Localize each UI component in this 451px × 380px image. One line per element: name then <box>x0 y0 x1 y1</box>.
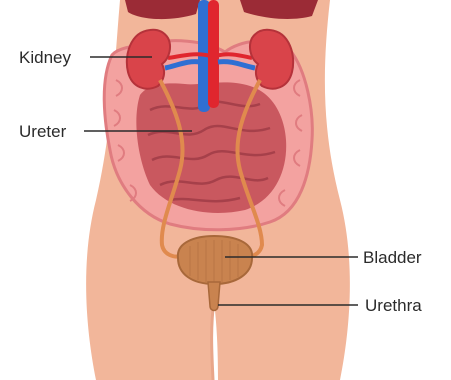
bladder-label: Bladder <box>363 249 422 266</box>
ureter-label: Ureter <box>19 123 66 140</box>
urethra-label: Urethra <box>365 297 422 314</box>
bladder <box>178 236 252 284</box>
kidney-left <box>127 30 170 89</box>
leg-separation <box>212 300 214 380</box>
urethra <box>208 282 220 311</box>
kidney-label: Kidney <box>19 49 71 66</box>
kidney-right <box>250 30 293 89</box>
